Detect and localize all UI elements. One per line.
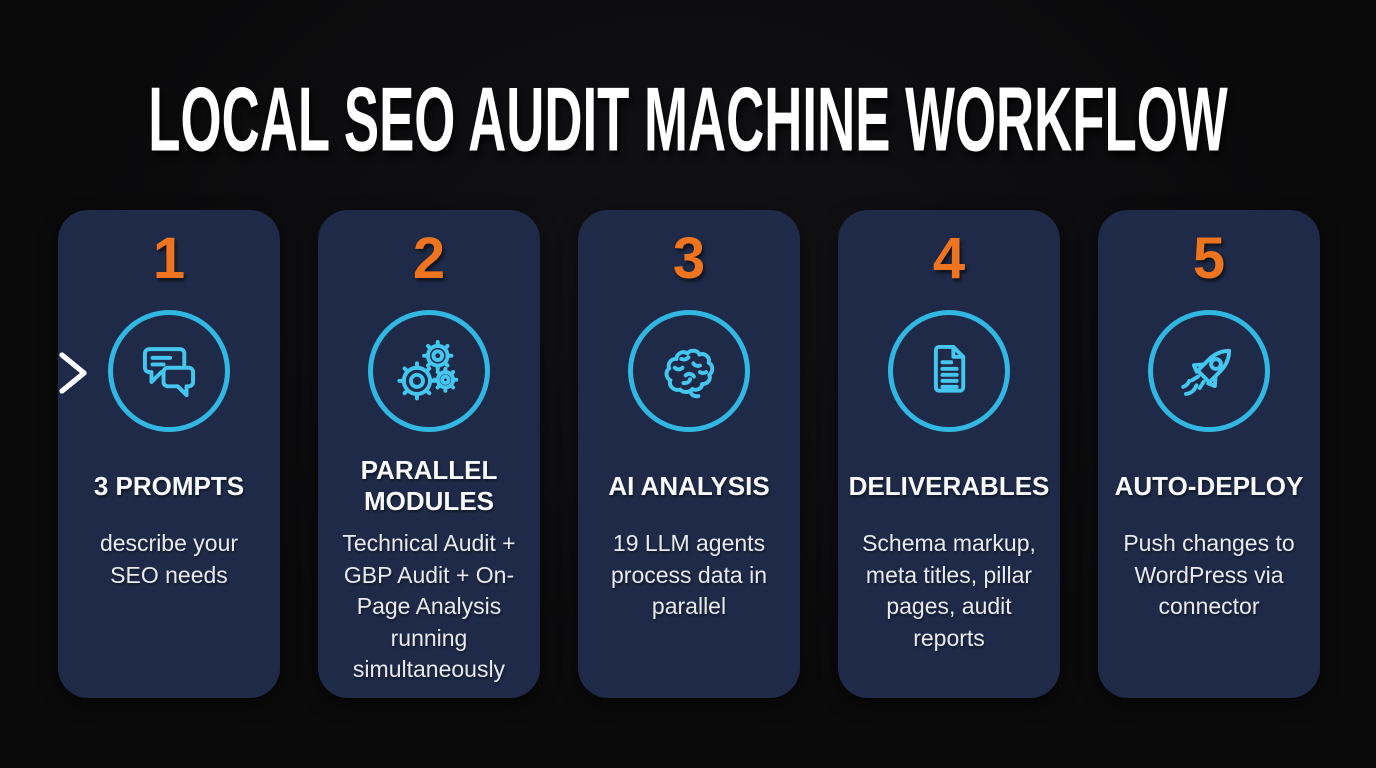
flow-arrow-icon (0, 352, 87, 394)
icon-circle (368, 310, 490, 432)
step-heading: DELIVERABLES (848, 470, 1050, 501)
step-card-3: 3 AI ANALYSIS 19 LLM agents process data… (578, 210, 800, 698)
step-heading: PARALLEL MODULES (360, 455, 498, 516)
step-card-5: 5 AUTO-DEPLOY Push changes to WordPress … (1098, 210, 1320, 698)
rocket-icon (1181, 348, 1232, 396)
icon-circle (888, 310, 1010, 432)
step-description: Push changes to WordPress via connector (1123, 530, 1295, 619)
step-description: Technical Audit + GBP Audit + On-Page An… (342, 530, 516, 682)
step-description: 19 LLM agents process data in parallel (611, 530, 767, 619)
step-number: 1 (152, 226, 186, 291)
brain-icon (664, 348, 715, 399)
step-card-1: 1 3 PROMPTS describe your SEO needs (58, 210, 280, 698)
step-card-4: 4 DELIVERABLES Schema markup, meta title… (838, 210, 1060, 698)
gears-icon (397, 340, 459, 401)
icon-circle (1148, 310, 1270, 432)
icon-circle (108, 310, 230, 432)
document-icon (933, 344, 966, 393)
step-description: describe your SEO needs (99, 530, 239, 588)
step-number: 4 (932, 226, 966, 291)
step-number: 3 (672, 226, 706, 291)
step-heading: AUTO-DEPLOY (1114, 470, 1304, 501)
icon-circle (628, 310, 750, 432)
chat-bubbles-icon (142, 347, 196, 398)
page-title: LOCAL SEO AUDIT MACHINE WORKFLOW (148, 68, 1228, 171)
step-number: 5 (1192, 226, 1226, 291)
step-heading: 3 PROMPTS (93, 470, 245, 501)
step-description: Schema markup, meta titles, pillar pages… (862, 530, 1036, 651)
step-heading: AI ANALYSIS (608, 470, 770, 501)
step-card-2: 2 PARALLEL MODULES Technical Audit + GBP… (318, 210, 540, 698)
step-number: 2 (412, 226, 446, 291)
